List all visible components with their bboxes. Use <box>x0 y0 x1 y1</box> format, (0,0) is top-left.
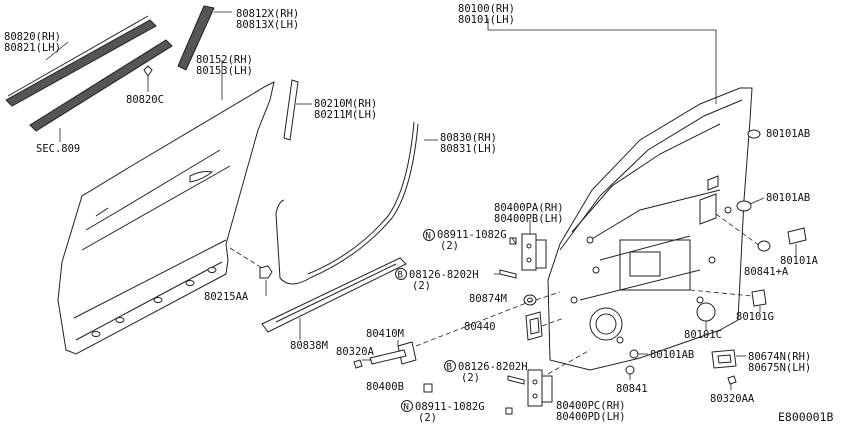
door-inner-frame <box>547 87 753 371</box>
sash-80210m <box>283 79 312 141</box>
label-80841a: 80841+A <box>744 266 789 278</box>
label-80675n: 80675N(LH) <box>748 362 811 374</box>
hinge-upper <box>521 220 547 271</box>
label-80215aa: 80215AA <box>204 291 249 303</box>
washer-80874m <box>523 291 561 306</box>
bolt-08911-top <box>509 237 517 245</box>
bolt-08126-bot <box>507 375 525 385</box>
label-80101ab-2: 80101AB <box>766 192 810 204</box>
clip-80215aa <box>259 265 273 296</box>
hinge-lower <box>527 349 591 407</box>
label-08126-bot-qty: (2) <box>461 372 480 384</box>
bumper-80101g <box>689 289 767 312</box>
label-80820c: 80820C <box>126 94 164 106</box>
circle-marker-b-bot: B <box>444 360 456 373</box>
label-80153: 80153(LH) <box>196 65 253 77</box>
p80215aa-dash <box>229 247 263 269</box>
label-80101a: 80101A <box>780 255 819 267</box>
plug-80101c <box>696 302 716 330</box>
label-80838m: 80838M <box>290 340 328 352</box>
circle-marker-n-bot: N <box>401 400 413 413</box>
label-80320aa: 80320AA <box>710 393 755 405</box>
label-80874m: 80874M <box>469 293 507 305</box>
label-80400pb: 80400PB(LH) <box>494 213 564 225</box>
circle-marker-b-top: B <box>395 268 407 281</box>
plug-80101ab-2 <box>736 197 765 212</box>
pad-80440 <box>525 311 565 341</box>
label-80813x: 80813X(LH) <box>236 19 299 31</box>
label-80211m: 80211M(LH) <box>314 109 377 121</box>
sill-strip-80838m <box>261 257 407 340</box>
label-80152: 80152(RH) <box>196 54 253 66</box>
label-80812x: 80812X(RH) <box>236 8 299 20</box>
sash-80812x <box>177 5 232 71</box>
label-80320a: 80320A <box>336 346 375 358</box>
clip-80820c <box>143 65 153 92</box>
plug-80841a <box>715 213 771 252</box>
svg-text:B: B <box>447 363 452 373</box>
outer-moulding-strip <box>5 15 157 107</box>
bolt-80400b <box>423 383 433 393</box>
label-80101c: 80101C <box>684 329 722 341</box>
svg-text:N: N <box>426 232 431 242</box>
label-80410m: 80410M <box>366 328 404 340</box>
label-08911-bot: 08911-1082G <box>415 401 485 413</box>
pad-80101a <box>787 227 807 256</box>
label-80841: 80841 <box>616 383 648 395</box>
label-08126-bot: 08126-8202H <box>458 361 528 373</box>
outer-door-panel <box>57 81 275 355</box>
striker-80674n <box>711 349 746 369</box>
svg-text:B: B <box>398 271 403 281</box>
bolt-80320aa <box>727 375 737 390</box>
label-08126-top: 08126-8202H <box>409 269 479 281</box>
label-80400pd: 80400PD(LH) <box>556 411 626 423</box>
bolt-08126-top <box>494 269 517 279</box>
label-08911-bot-qty: (2) <box>418 412 437 424</box>
weatherstrip-80830 <box>275 121 438 285</box>
label-80400pc: 80400PC(RH) <box>556 400 626 412</box>
plug-80101ab-1 <box>747 129 761 139</box>
bolt-80320a <box>353 359 372 369</box>
p80100-leader <box>487 18 717 104</box>
p80820-leader <box>45 41 69 61</box>
label-80821: 80821(LH) <box>4 42 61 54</box>
label-80101: 80101(LH) <box>458 14 515 26</box>
check-link-80410m <box>369 299 535 365</box>
label-80100: 80100(RH) <box>458 3 515 15</box>
svg-text:N: N <box>404 403 409 413</box>
label-80830: 80830(RH) <box>440 132 497 144</box>
plug-80101ab-3 <box>629 349 648 359</box>
label-80101ab-1: 80101AB <box>766 128 810 140</box>
label-08126-top-qty: (2) <box>412 280 431 292</box>
label-80101g: 80101G <box>736 311 774 323</box>
label-08911-top-qty: (2) <box>440 240 459 252</box>
label-08911-top: 08911-1082G <box>437 229 507 241</box>
label-80101ab-3: 80101AB <box>650 349 694 361</box>
label-80400b: 80400B <box>366 381 404 393</box>
label-sec809: SEC.809 <box>36 143 80 155</box>
label-80820: 80820(RH) <box>4 31 61 43</box>
diagram-id: E800001B <box>778 410 833 424</box>
bolt-08911-bot <box>505 407 513 415</box>
label-80210m: 80210M(RH) <box>314 98 377 110</box>
inner-moulding-strip <box>29 39 173 132</box>
label-80674n: 80674N(RH) <box>748 351 811 363</box>
label-80400pa: 80400PA(RH) <box>494 202 564 214</box>
label-80831: 80831(LH) <box>440 143 497 155</box>
circle-marker-n-top: N <box>423 229 435 242</box>
label-80440: 80440 <box>464 321 496 333</box>
plug-80841 <box>625 365 635 380</box>
